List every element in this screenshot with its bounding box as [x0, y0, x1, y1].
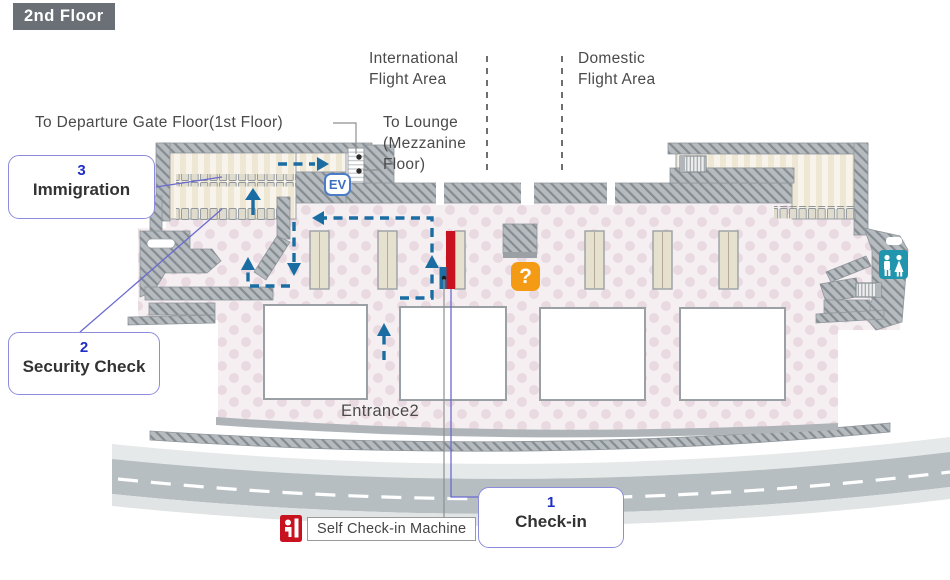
- pillar: [502, 223, 538, 258]
- leader-immigration: [155, 176, 223, 188]
- to-lounge-label: To Lounge (Mezzanine Floor): [383, 114, 467, 173]
- atrium-voids: [263, 304, 786, 401]
- entrance-label: Entrance2: [341, 402, 419, 420]
- callout-security: 2 Security Check: [8, 332, 160, 395]
- bottom-edge-band: [216, 417, 838, 438]
- leader-checkin: [450, 289, 478, 498]
- leader-lines: [79, 122, 478, 518]
- area-dividers: [486, 56, 563, 172]
- curb-strip: [149, 422, 891, 452]
- self-checkin-legend: Self Check-in Machine: [280, 515, 477, 542]
- immigration-counter-row: [176, 174, 298, 187]
- self-checkin-icon: [280, 515, 302, 542]
- flow-arrows: [241, 157, 439, 360]
- callout-immigration-label: Immigration: [32, 180, 131, 199]
- elevator-icon: EV: [324, 173, 351, 196]
- domestic-area-label: Domestic Flight Area: [578, 50, 656, 88]
- domestic-zone: [667, 142, 869, 236]
- self-checkin-machine: [439, 231, 455, 289]
- callout-checkin-number: 1: [546, 494, 556, 511]
- restroom-icon: [879, 250, 908, 279]
- callout-immigration: 3 Immigration: [8, 155, 155, 219]
- road: [112, 437, 950, 526]
- international-area-label: International Flight Area: [369, 50, 459, 88]
- callout-checkin-label: Check-in: [515, 512, 587, 531]
- to-departure-gate-label: To Departure Gate Floor(1st Floor): [35, 114, 283, 131]
- domestic-counter-row: [774, 206, 856, 219]
- checkin-counters: [309, 223, 739, 290]
- escalator-icon: [855, 282, 882, 298]
- callout-checkin: 1 Check-in: [478, 487, 624, 548]
- queue-path: [322, 216, 434, 300]
- callout-security-label: Security Check: [22, 357, 146, 376]
- callout-security-number: 2: [79, 339, 89, 356]
- leader-security: [79, 208, 223, 333]
- top-wall: [345, 181, 795, 205]
- information-icon: ?: [511, 262, 540, 291]
- self-checkin-label: Self Check-in Machine: [307, 516, 477, 541]
- security-zone: [127, 230, 274, 326]
- security-gate-row: [176, 208, 290, 221]
- right-wing: [815, 227, 909, 331]
- escalator-icon: [679, 155, 707, 173]
- leader-departure-gate: [333, 122, 357, 154]
- floor-badge: 2nd Floor: [13, 3, 115, 30]
- callout-immigration-number: 3: [77, 162, 86, 179]
